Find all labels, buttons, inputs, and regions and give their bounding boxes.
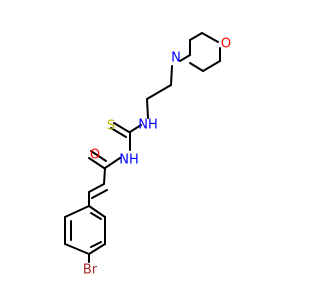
bond-cs-double-a <box>113 122 130 133</box>
bond-co-double-b <box>90 150 107 162</box>
bond-ring-6 <box>64 205 90 218</box>
bond-c-calpha <box>103 167 106 185</box>
bond-nh-c-amide <box>104 157 121 169</box>
bond-chain-2 <box>146 84 172 100</box>
atom-n-morpholine: N <box>171 51 181 66</box>
bond-alkene-b <box>91 189 108 199</box>
bond-morph-5 <box>189 62 204 72</box>
bond-morph-6 <box>202 60 221 72</box>
bond-nh-c-thio <box>129 124 142 133</box>
bond-cs-double-b <box>110 127 127 138</box>
bond-ring-4 <box>64 243 90 255</box>
molecule-diagram: O N NH S NH O Br <box>64 32 231 278</box>
atom-nh-amide: NH <box>119 153 139 168</box>
bond-co-double-a <box>88 157 105 169</box>
bond-morph-4 <box>179 54 191 62</box>
bond-ring-1 <box>88 205 106 218</box>
atom-nh-thiourea: NH <box>138 118 158 133</box>
bond-ring-3-inner <box>90 241 102 248</box>
bond-alkene-a <box>88 183 105 193</box>
atom-br: Br <box>83 263 98 278</box>
atom-o-morpholine: O <box>221 37 231 52</box>
bond-morph-1 <box>201 32 219 43</box>
bond-morph-2 <box>189 32 203 41</box>
atom-s-thiourea: S <box>107 119 115 134</box>
bond-ring-1-inner <box>90 212 102 220</box>
atom-o-amide: O <box>90 148 100 163</box>
bond-chain-3 <box>146 98 149 119</box>
structure-canvas: O N NH S NH O Br <box>64 32 232 278</box>
bond-chain-1 <box>170 65 173 86</box>
bond-ring-3 <box>88 243 106 255</box>
